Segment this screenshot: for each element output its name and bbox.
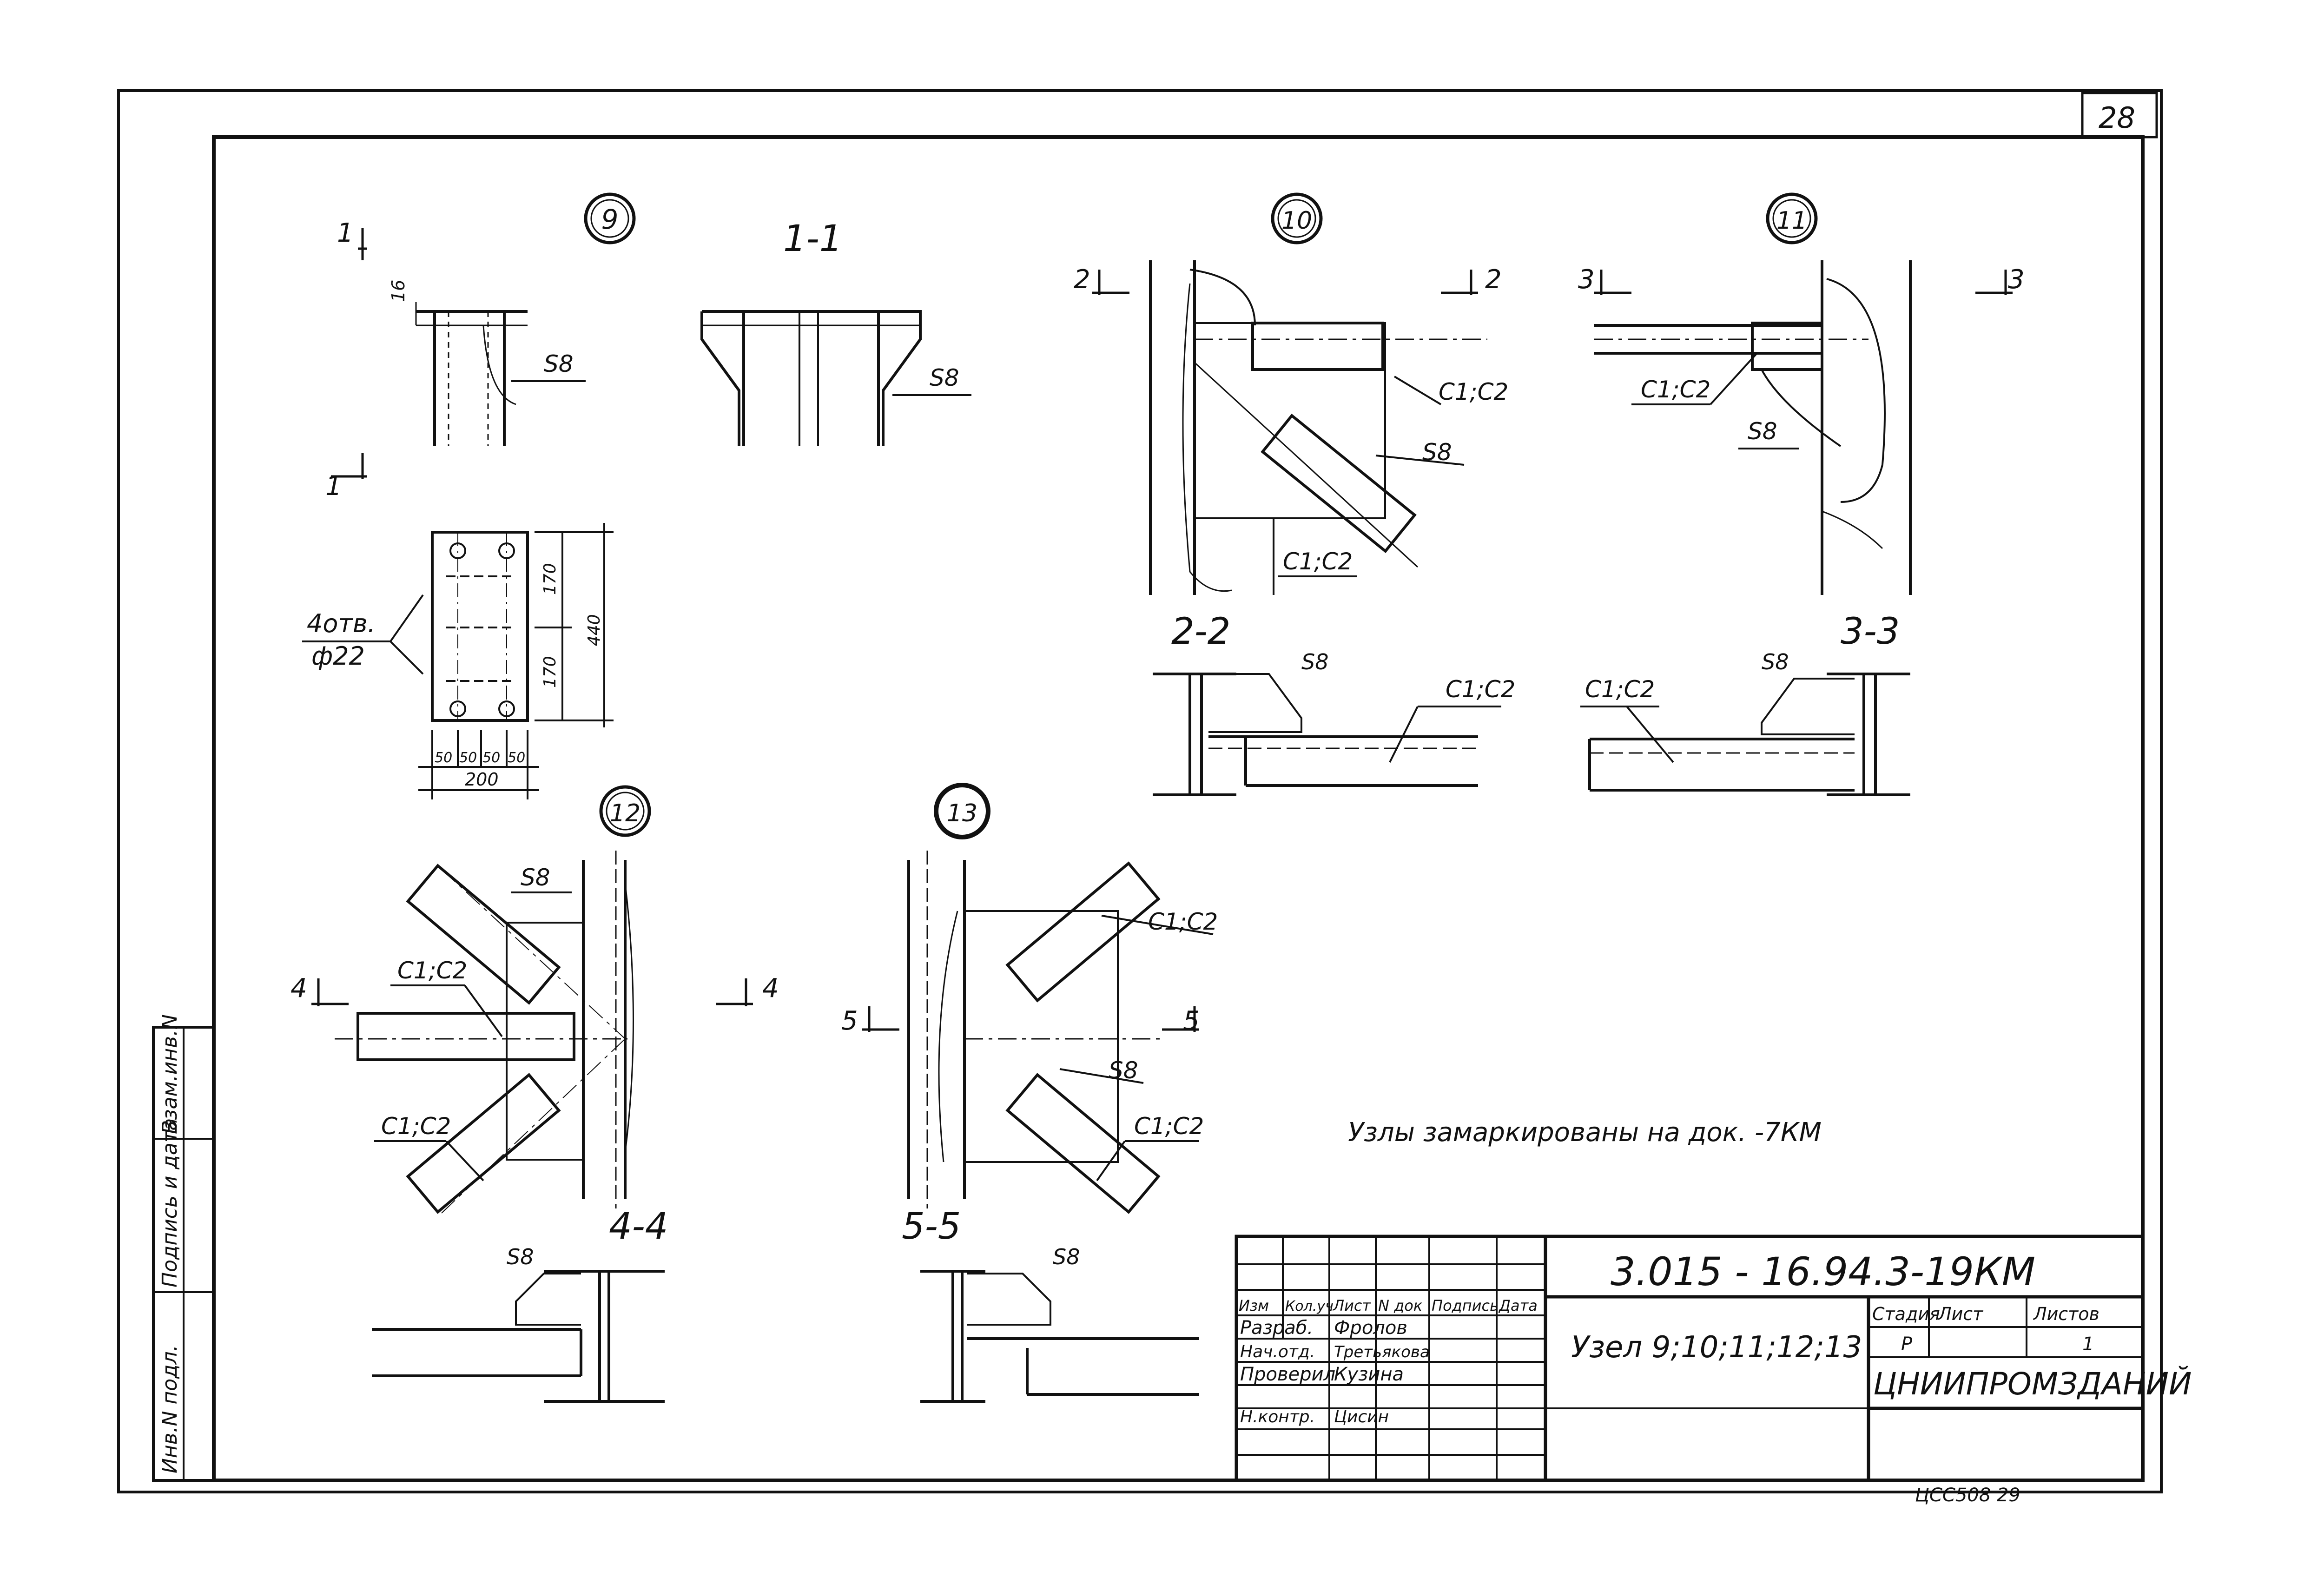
c1c2-label-13b: C1;C2	[1134, 1113, 1204, 1140]
s8-label-9b: S8	[930, 364, 959, 391]
cut-mark-3-right: 3	[2008, 264, 2025, 295]
cut-mark-5-left: 5	[841, 1006, 858, 1036]
drawing-title: Узел 9;10;11;12;13	[1571, 1330, 1862, 1365]
node-number-13: 13	[947, 799, 977, 827]
tb-name-0: Фролов	[1334, 1317, 1407, 1339]
side-stamp: Инв.N подл. Подпись и дата Взам.инв.N	[152, 1014, 215, 1482]
sheet-label: Лист	[1937, 1304, 1984, 1324]
sheet-number: 28	[2099, 101, 2135, 135]
cut-mark-3-left: 3	[1578, 264, 1595, 295]
dim-440: 440	[585, 614, 604, 646]
tb-role-1: Нач.отд.	[1240, 1342, 1315, 1361]
tb-header-kolu: Кол.уч	[1285, 1298, 1334, 1314]
c1c2-label-10b: C1;C2	[1283, 548, 1353, 575]
node-number-10: 10	[1281, 207, 1312, 235]
node-11: 11 3 3 C1;C2 S8 3-3	[1578, 192, 2025, 796]
s8-label-13b: S8	[1053, 1244, 1080, 1269]
section-3-3-title: 3-3	[1841, 611, 1900, 653]
dim-170-bottom: 170	[541, 656, 560, 688]
cut-mark-4-right: 4	[762, 973, 779, 1004]
c1c2-label-11b: C1;C2	[1585, 676, 1655, 703]
dim-50-b: 50	[459, 750, 477, 766]
side-stamp-sign: Подпись и дата	[158, 1118, 182, 1287]
marking-note: Узлы замаркированы на док. -7КМ	[1348, 1117, 1822, 1148]
s8-label-10b: S8	[1301, 649, 1328, 674]
section-1-1-title: 1-1	[783, 218, 842, 260]
tb-header-sign: Подпись	[1432, 1297, 1499, 1314]
c1c2-label-12a: C1;C2	[397, 957, 467, 984]
tb-role-2: Проверил	[1240, 1364, 1335, 1385]
dim-16: 16	[388, 280, 409, 302]
s8-label-11b: S8	[1762, 649, 1789, 674]
c1c2-label-10c: C1;C2	[1446, 676, 1515, 703]
node-marker-11	[1766, 192, 1818, 244]
tb-name-3: Цисин	[1334, 1407, 1389, 1426]
c1c2-label-13a: C1;C2	[1148, 908, 1218, 935]
holes-count: 4отв.	[307, 609, 376, 638]
stage-label: Стадия	[1872, 1304, 1940, 1324]
cut-mark-5-right: 5	[1183, 1006, 1200, 1036]
sheets-value: 1	[2082, 1334, 2094, 1355]
section-5-5-title: 5-5	[902, 1206, 961, 1248]
section-4-4-title: 4-4	[609, 1206, 668, 1248]
tb-header-izm: Изм	[1239, 1297, 1269, 1314]
tb-name-1: Третьякова	[1334, 1343, 1430, 1361]
section-2-2-title: 2-2	[1171, 611, 1230, 653]
dim-200: 200	[465, 769, 499, 790]
footer-stamp: ЦСС508 29	[1915, 1485, 2020, 1506]
node-marker-12	[599, 785, 651, 837]
s8-label-9a: S8	[544, 350, 574, 377]
base-plate	[431, 531, 529, 722]
dim-50-d: 50	[508, 750, 525, 766]
dim-170-top: 170	[541, 563, 560, 595]
node-9: 9 1 1 16 S8 1-1 S8	[302, 192, 971, 799]
c1c2-label-11a: C1;C2	[1641, 376, 1710, 403]
tb-name-2: Кузина	[1334, 1364, 1404, 1385]
node-marker-9	[584, 192, 636, 244]
side-stamp-replace: Взам.инв.N	[158, 1014, 182, 1134]
s8-label-11: S8	[1748, 418, 1777, 445]
sheet-number-box	[2081, 92, 2158, 139]
node-12: 12 4 4 S8 C1;C2 C1;C2	[290, 785, 779, 1403]
node-13: 13 5 5 C1;C2 S8 C1;C2 5-5	[841, 783, 1218, 1403]
title-block: Изм Кол.уч Лист N док Подпись Дата Разра…	[1235, 1235, 2192, 1482]
cut-mark-1-top: 1	[337, 218, 354, 248]
tb-role-0: Разраб.	[1240, 1317, 1313, 1339]
dim-50-a: 50	[435, 750, 452, 766]
node-number-11: 11	[1776, 207, 1807, 235]
node-marker-13	[934, 783, 990, 839]
tb-role-3: Н.контр.	[1240, 1407, 1315, 1426]
outer-frame	[117, 89, 2163, 1493]
c1c2-label-10a: C1;C2	[1439, 378, 1508, 405]
cut-mark-2-right: 2	[1485, 264, 1502, 295]
sheets-label: Листов	[2033, 1304, 2100, 1324]
cut-mark-2-left: 2	[1074, 264, 1090, 295]
inner-frame	[212, 135, 2145, 1482]
organization: ЦНИИПРОМЗДАНИЙ	[1873, 1366, 2192, 1402]
tb-header-ndok: N док	[1378, 1297, 1423, 1314]
node-number-9: 9	[601, 204, 619, 235]
cut-mark-4-left: 4	[290, 973, 307, 1004]
node-number-12: 12	[610, 799, 640, 827]
tb-header-list: Лист	[1333, 1297, 1371, 1314]
dim-50-c: 50	[482, 750, 500, 766]
node-marker-10	[1271, 192, 1323, 244]
holes-diameter: ф22	[311, 641, 365, 671]
s8-label-12b: S8	[507, 1244, 534, 1269]
side-stamp-inv: Инв.N подл.	[158, 1345, 182, 1473]
stage-value: Р	[1901, 1334, 1913, 1355]
s8-label-12a: S8	[521, 864, 550, 891]
node-10: 10 2 2 C1;C2 S8 C1;C2 2-2	[1074, 192, 1515, 796]
doc-code: 3.015 - 16.94.3-19КМ	[1611, 1249, 2035, 1294]
tb-header-date: Дата	[1498, 1297, 1538, 1314]
c1c2-label-12b: C1;C2	[381, 1113, 451, 1140]
